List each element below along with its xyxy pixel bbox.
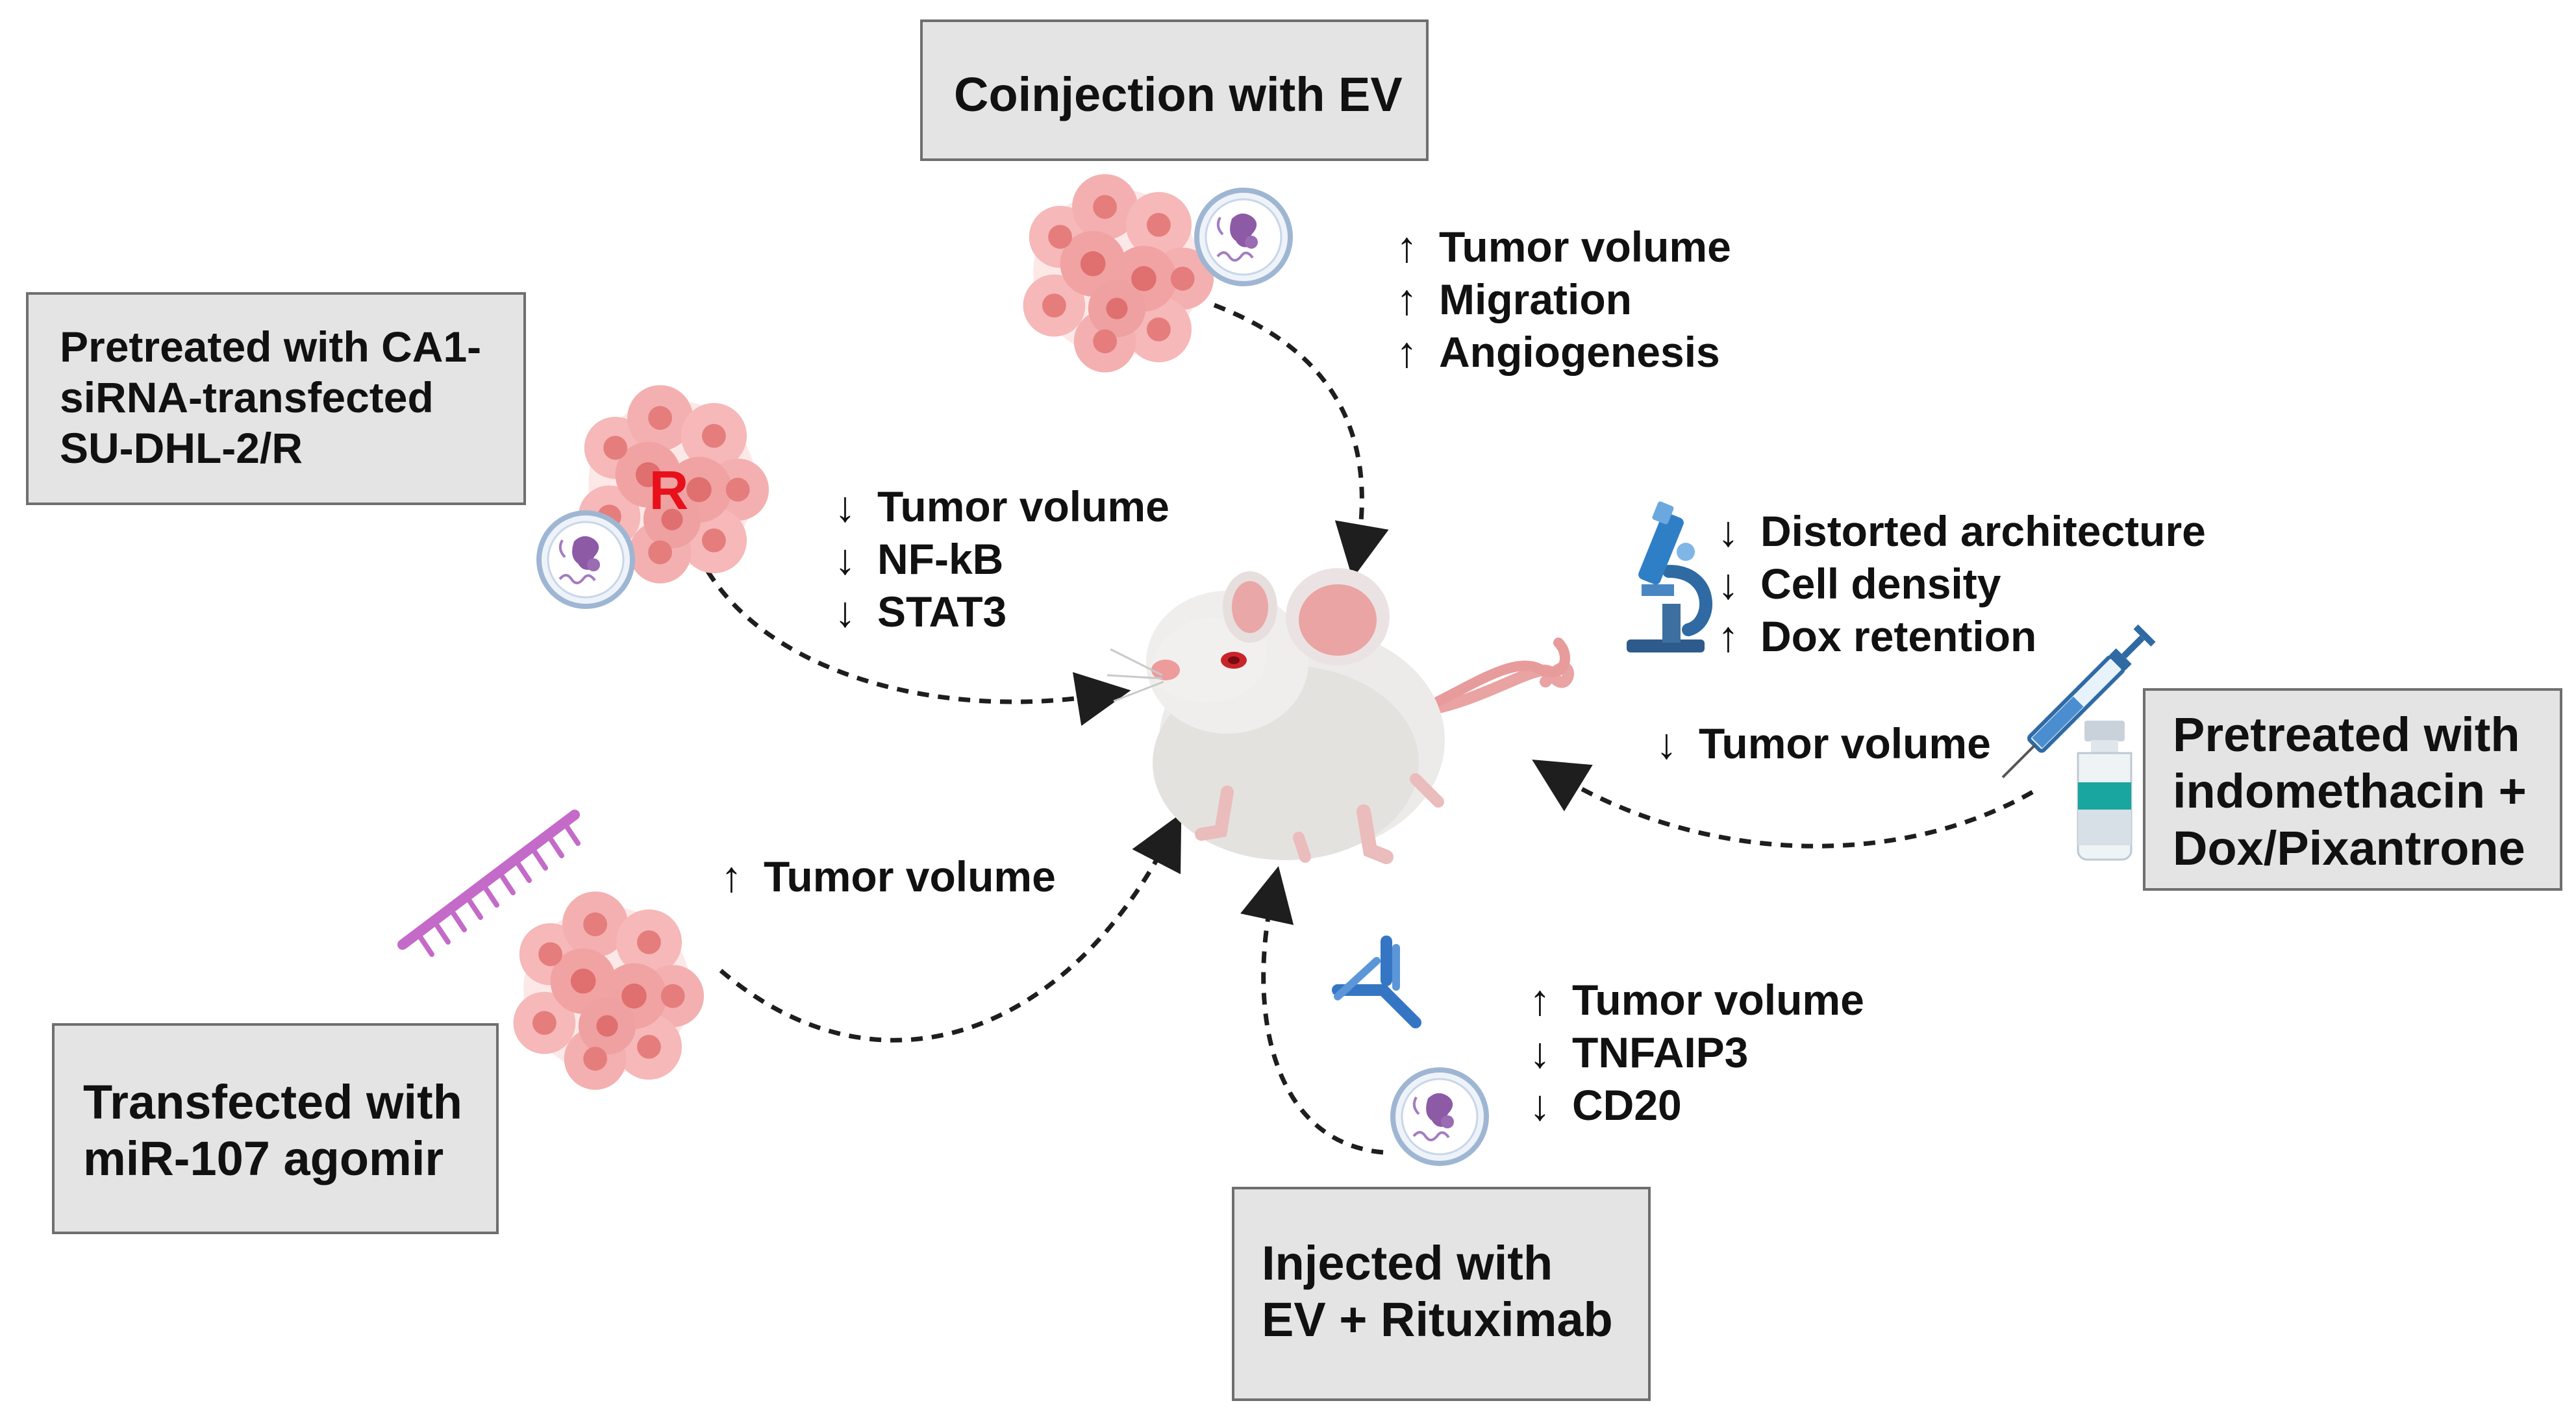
effect-text: Cell density: [1760, 560, 2001, 608]
mirna-icon: [397, 810, 581, 957]
effect-row: ↓ Cell density: [1718, 558, 2206, 610]
effect-text: Angiogenesis: [1439, 328, 1720, 377]
box-line: SU-DHL-2/R: [60, 423, 303, 472]
effect-text: STAT3: [877, 588, 1007, 636]
effect-text: Tumor volume: [1439, 223, 1731, 271]
effect-text: CD20: [1572, 1081, 1682, 1130]
trend-arrow: ↑: [1396, 223, 1418, 271]
box-line: miR-107 agomir: [83, 1132, 444, 1186]
tumor-cluster-icon: [513, 891, 705, 1090]
mouse-icon: [1107, 568, 1574, 864]
effect-row: ↓ Tumor volume: [1656, 717, 1991, 770]
arrow-mir107: [719, 813, 1182, 1043]
trend-arrow: ↑: [1396, 328, 1418, 377]
effect-row: ↓ Tumor volume: [834, 480, 1169, 533]
arrow-indomethacin: [1532, 760, 2034, 849]
vial-icon: [2077, 721, 2132, 861]
effect-text: Distorted architecture: [1760, 507, 2206, 555]
effect-row: ↑ Migration: [1396, 273, 1731, 326]
effects-pretreated-ca1: ↓ Tumor volume ↓ NF-kB ↓ STAT3: [834, 480, 1169, 639]
trend-arrow: ↓: [1656, 719, 1677, 767]
arrow-rituximab: [1240, 865, 1384, 1155]
resistant-label: R: [649, 460, 689, 521]
effect-row: ↓ TNFAIP3: [1529, 1026, 1864, 1079]
box-pretreated-indomethacin: Pretreated with indomethacin + Dox/Pixan…: [2143, 688, 2562, 891]
trend-arrow: ↓: [834, 482, 856, 530]
box-pretreated-ca1: Pretreated with CA1- siRNA-transfected S…: [26, 292, 526, 505]
trend-arrow: ↓: [834, 588, 856, 636]
effect-text: Tumor volume: [877, 482, 1169, 530]
effect-row: ↓ STAT3: [834, 586, 1169, 638]
box-line: Pretreated with: [2173, 708, 2520, 762]
effects-rituximab: ↑ Tumor volume ↓ TNFAIP3 ↓ CD20: [1529, 974, 1864, 1132]
microscope-icon: [1627, 501, 1712, 652]
antibody-icon: [1332, 936, 1421, 1028]
effect-text: Tumor volume: [1572, 976, 1864, 1024]
effect-text: Dox retention: [1760, 612, 2037, 661]
syringe-icon: [2001, 624, 2156, 778]
box-line: siRNA-transfected: [60, 373, 434, 421]
tumor-cluster-icon: [1023, 174, 1214, 373]
extracellular-vesicle-icon: [1393, 1070, 1486, 1163]
box-line: Transfected with: [83, 1075, 462, 1129]
effect-row: ↑ Angiogenesis: [1396, 326, 1731, 378]
trend-arrow: ↑: [1396, 275, 1418, 324]
effect-row: ↓ CD20: [1529, 1079, 1864, 1132]
arrow-pretreated-ca1: [706, 570, 1131, 726]
arrow-coinjection: [1213, 303, 1389, 579]
box-line: Pretreated with CA1-: [60, 323, 482, 371]
trend-arrow: ↓: [1529, 1028, 1551, 1077]
effect-row: ↑ Tumor volume: [721, 850, 1056, 903]
trend-arrow: ↓: [1529, 1081, 1551, 1130]
trend-arrow: ↓: [1718, 560, 1739, 608]
effects-coinjection: ↑ Tumor volume ↑ Migration ↑ Angiogenesis: [1396, 221, 1731, 379]
box-transfected-mir107: Transfected with miR-107 agomir: [52, 1023, 499, 1234]
extracellular-vesicle-icon: [539, 513, 632, 606]
effect-row: ↑ Tumor volume: [1529, 974, 1864, 1026]
effect-row: ↓ NF-kB: [834, 533, 1169, 586]
box-line: indomethacin +: [2173, 764, 2527, 819]
effect-text: Tumor volume: [1699, 719, 1991, 767]
effects-indomethacin: ↓ Tumor volume: [1656, 717, 1991, 770]
effect-row: ↓ Distorted architecture: [1718, 505, 2206, 558]
effect-text: TNFAIP3: [1572, 1028, 1749, 1077]
box-line: Dox/Pixantrone: [2173, 821, 2525, 875]
trend-arrow: ↑: [1718, 612, 1739, 661]
effect-row: ↑ Tumor volume: [1396, 221, 1731, 273]
effects-histology: ↓ Distorted architecture ↓ Cell density ↑ D…: [1718, 505, 2206, 664]
box-coinjection: Coinjection with EV: [920, 19, 1429, 161]
connector-arrows: [706, 303, 2034, 1155]
effects-mir107: ↑ Tumor volume: [721, 850, 1056, 903]
box-line: Coinjection with EV: [954, 68, 1403, 121]
trend-arrow: ↑: [721, 852, 742, 900]
effect-text: NF-kB: [877, 535, 1004, 584]
box-line: EV + Rituximab: [1262, 1293, 1613, 1347]
extracellular-vesicle-icon: [1197, 190, 1290, 284]
box-line: Injected with: [1262, 1236, 1553, 1290]
trend-arrow: ↑: [1529, 976, 1551, 1024]
effect-text: Tumor volume: [764, 852, 1056, 900]
trend-arrow: ↓: [834, 535, 856, 584]
effect-text: Migration: [1439, 275, 1632, 324]
trend-arrow: ↓: [1718, 507, 1739, 555]
effect-row: ↑ Dox retention: [1718, 610, 2206, 663]
box-injected-rituximab: Injected with EV + Rituximab: [1232, 1187, 1651, 1401]
